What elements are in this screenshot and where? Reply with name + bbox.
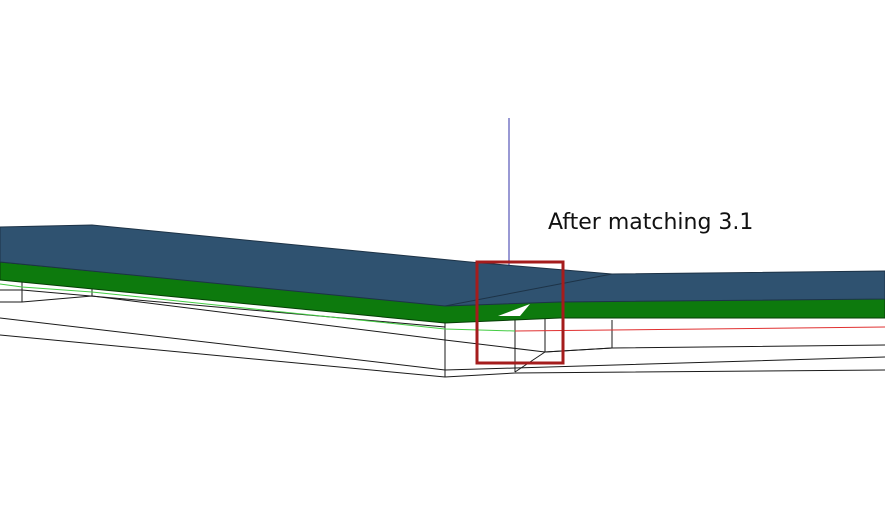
highlight-box <box>475 260 565 365</box>
wire-edge-upper <box>0 317 885 371</box>
x-axis-line <box>514 326 885 332</box>
top-surface <box>0 224 885 307</box>
joint-gap <box>498 304 530 316</box>
wire-diagonal-2 <box>544 347 613 353</box>
y-axis-line <box>0 283 516 332</box>
wire-edge-lower <box>0 334 885 378</box>
annotation-label: After matching 3.1 <box>548 210 754 235</box>
surface-seam <box>444 273 613 307</box>
